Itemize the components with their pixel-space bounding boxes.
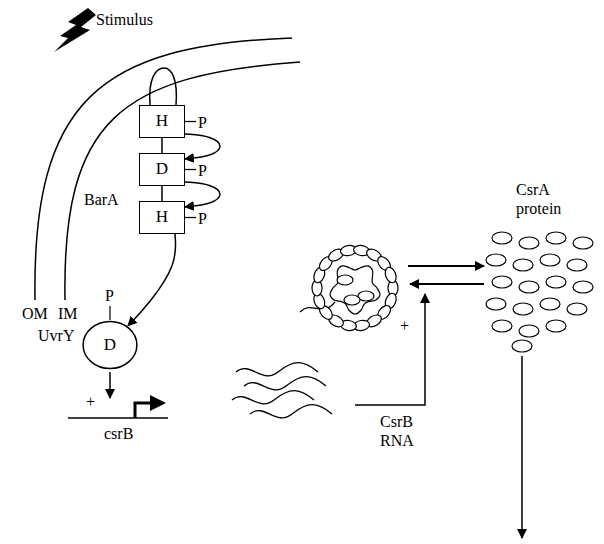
csra-dimer [513,259,533,271]
phospho-bond [185,121,196,122]
csra-dimer [492,320,512,332]
stimulus-label: Stimulus [96,10,153,29]
csra-dimer [546,320,566,332]
phospho-bond [185,217,196,218]
lightning-bolt [54,8,96,52]
domain-letter: H [156,208,168,227]
csra-dimer [512,340,532,352]
activation-sign: + [86,392,95,411]
rna-strand [244,377,326,390]
csra-dimer [492,276,512,288]
csra-dimer [513,303,533,315]
phosphate-label: P [105,286,114,305]
phosphate-label: P [198,113,207,132]
equilibrium-arrow [408,265,484,267]
activation-arrow [109,372,111,398]
csra-dimer [567,259,587,271]
domain-letter: D [156,160,168,179]
rna-strand [236,363,318,376]
protein-name: CsrA protein [516,180,578,218]
csra-dimer [519,281,539,293]
membrane-label: OM [22,304,48,323]
periplasmic-loop [150,68,177,105]
csra-dimer [337,275,353,285]
csra-dimer [573,281,593,293]
csra-protein-pool [486,232,593,352]
domain-letter: D [104,336,116,355]
csrb-csra-complex [300,244,398,331]
csra-dimer [546,276,566,288]
csra-dimer [519,237,539,249]
domain-linker [161,138,163,153]
domain-letter: H [156,112,168,131]
phosphotransfer-arrow [185,182,220,207]
csra-dimer [546,232,566,244]
phospho-bond [109,306,110,320]
csra-dimer [486,298,506,310]
domain-linker [161,186,163,201]
equilibrium-arrow [410,283,484,285]
rna-name: CsrB RNA [380,412,430,450]
csra-dimer [383,266,398,284]
outer-membrane [35,38,292,300]
histidine-phosphotransfer-domain: H [139,201,185,234]
csra-dimer [519,325,539,337]
phosphotransfer-arrow [185,134,220,159]
phosphotransfer-arrow [128,234,176,326]
inner-membrane [65,62,300,300]
csra-dimer [573,237,593,249]
protein-name: BarA [84,190,119,209]
protein-name: UvrY [38,326,74,345]
phospho-bond [185,169,196,170]
output-arrow [521,356,523,538]
csra-dimer [567,303,587,315]
dna-line [68,417,168,419]
rna-loop [330,266,380,314]
stimulation-arrow [355,294,425,405]
gene-name: csrB [104,424,133,443]
csra-dimer [540,298,560,310]
activation-sign: + [400,316,409,335]
csra-dimer [540,254,560,266]
csra-dimer [486,254,506,266]
rna-strand [232,391,314,404]
membrane-label: IM [58,304,78,323]
response-regulator: D [82,320,138,370]
promoter-arrow [135,403,151,418]
csra-dimer [344,295,360,305]
phosphate-label: P [198,161,207,180]
receiver-domain: D [139,153,185,186]
phosphate-label: P [198,209,207,228]
histidine-kinase-domain: H [139,105,185,138]
csra-dimer [492,232,512,244]
rna-strand [250,405,332,418]
promoter-arrowhead [150,395,166,411]
